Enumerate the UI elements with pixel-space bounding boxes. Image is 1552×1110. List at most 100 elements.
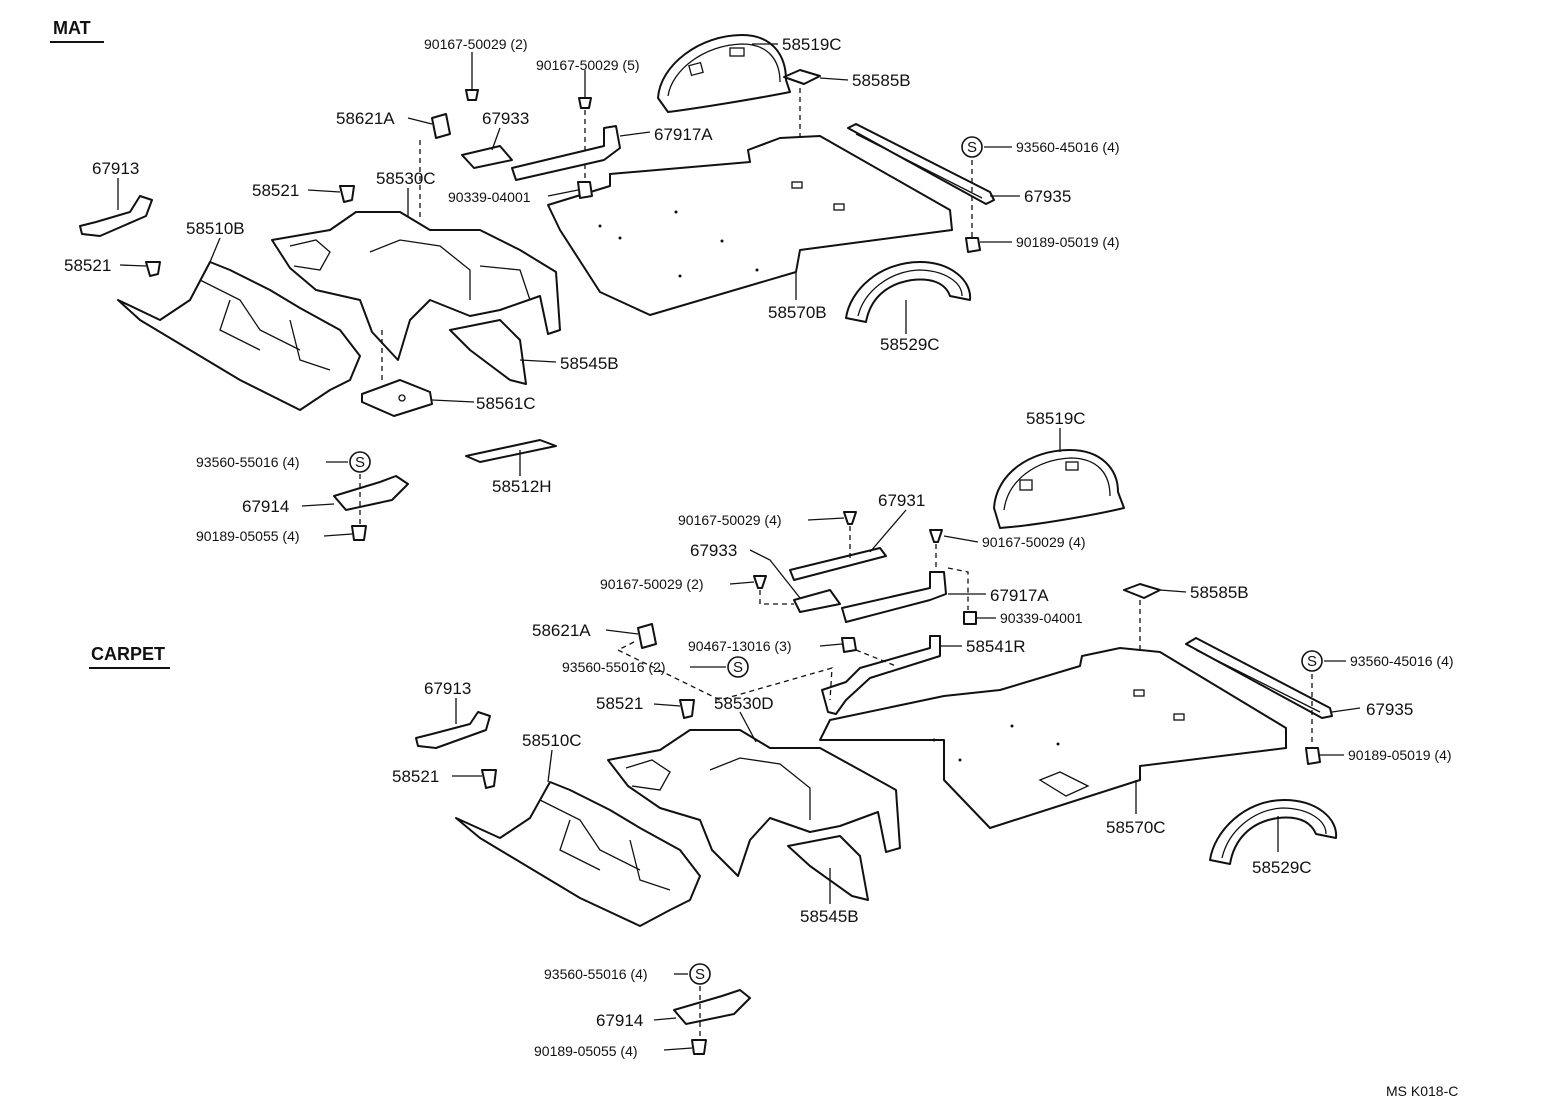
label-carpet-58510c: 58510C [522,731,582,750]
mat-wheelhouse-cover-58519c [657,34,791,113]
carpet-front-floor-58530d [607,729,901,877]
carpet-step-67914 [673,989,751,1025]
section-title-carpet: CARPET [91,644,165,664]
label-mat-58521-b: 58521 [64,256,111,275]
label-carpet-58519c: 58519C [1026,409,1086,428]
carpet-screw-c [753,575,794,605]
carpet-bracket-67931 [789,547,887,581]
carpet-clip-58521-b [481,769,497,789]
label-carpet-90167-b: 90167-50029 (4) [982,534,1086,550]
label-carpet-93560-55016-b: 93560-55016 (4) [544,966,648,982]
mat-s-glyph-55016: S [355,454,365,471]
label-carpet-58521-a: 58521 [596,694,643,713]
label-mat-90167-a: 90167-50029 (2) [424,36,528,52]
mat-screw-a [465,60,479,101]
label-carpet-58541r: 58541R [966,637,1026,656]
label-carpet-67917a: 67917A [990,586,1049,605]
label-carpet-90167-c: 90167-50029 (2) [600,576,704,592]
label-mat-58519c: 58519C [782,35,842,54]
label-carpet-58545b: 58545B [800,907,859,926]
label-mat-67914: 67914 [242,497,289,516]
carpet-s-glyph-55016b: S [695,966,705,983]
label-carpet-90167-a: 90167-50029 (4) [678,512,782,528]
mat-hook-58621a [431,113,451,139]
mat-bracket-67917a [511,125,621,181]
label-carpet-90189-05055: 90189-05055 (4) [534,1043,638,1059]
leader-lines [117,43,1361,1051]
mat-screw-b [578,78,592,182]
carpet-clip-90189-05055 [691,1039,707,1055]
carpet-wheel-arch-58529c [1209,799,1338,865]
label-carpet-93560-45016: 93560-45016 (4) [1350,653,1454,669]
label-carpet-58530d: 58530D [714,694,774,713]
mat-s-symbol-55016 [349,451,371,473]
carpet-clip-90189-05019 [1305,747,1321,765]
carpet-rail-67935 [1185,637,1333,719]
label-mat-58529c: 58529C [880,335,940,354]
label-mat-90189-05055: 90189-05055 (4) [196,528,300,544]
label-mat-58521-a: 58521 [252,181,299,200]
mat-strip-58512h [465,439,557,463]
label-mat-90189-05019: 90189-05019 (4) [1016,234,1120,250]
carpet-hook-58621a [637,623,657,649]
label-carpet-67913: 67913 [424,679,471,698]
label-mat-67935: 67935 [1024,187,1071,206]
carpet-bracket-67933 [793,589,841,613]
label-mat-90167-b: 90167-50029 (5) [536,57,640,73]
label-carpet-58521-b: 58521 [392,767,439,786]
mat-section: S [79,34,995,541]
mat-trim-58545b [449,319,527,385]
mat-front-floor-58510b [117,261,361,411]
carpet-bracket-67917a [841,571,947,623]
label-mat-58510b: 58510B [186,219,245,238]
label-mat-90339: 90339-04001 [448,189,531,205]
mat-clip-90189-05019 [965,237,981,253]
label-carpet-90467: 90467-13016 (3) [688,638,792,654]
label-mat-67913: 67913 [92,159,139,178]
label-carpet-90189-05019: 90189-05019 (4) [1348,747,1452,763]
label-mat-58570b: 58570B [768,303,827,322]
mat-rear-floor-58570b [547,135,953,316]
label-mat-58545b: 58545B [560,354,619,373]
mat-step-67914 [333,475,409,511]
label-mat-93560-45016: 93560-45016 (4) [1016,139,1120,155]
carpet-clip-58521-a [679,699,695,719]
carpet-step-67913 [415,711,491,749]
mat-front-floor-58530c [271,211,561,361]
mat-s-glyph-45016: S [967,139,977,156]
mat-labels: 58519C 58585B 90167-50029 (2) 90167-5002… [64,35,1120,544]
section-title-mat: MAT [53,18,91,38]
carpet-labels: 58519C 90167-50029 (4) 67931 90167-50029… [392,409,1454,1059]
carpet-screw-b [929,529,943,572]
mat-pad-58585b [783,69,821,85]
carpet-trim-58545b [787,835,869,901]
carpet-rear-floor-58570c [819,647,1287,829]
label-carpet-93560-55016-a: 93560-55016 (2) [562,659,666,675]
mat-wheel-arch-58529c [845,261,972,323]
mat-s-symbol-45016 [961,136,983,158]
carpet-screw-a [843,511,857,560]
label-mat-58621a: 58621A [336,109,395,128]
carpet-pad-58585b [1123,583,1161,599]
label-carpet-58585b: 58585B [1190,583,1249,602]
label-mat-93560-55016: 93560-55016 (4) [196,454,300,470]
carpet-s-glyph-55016a: S [733,659,743,676]
mat-clip-58521-b [145,261,161,277]
mat-plate-58561c [361,379,433,417]
label-mat-58561c: 58561C [476,394,536,413]
label-mat-67933: 67933 [482,109,529,128]
mat-step-67913 [79,195,153,237]
label-carpet-58621a: 58621A [532,621,591,640]
mat-bracket-67933 [461,145,513,169]
label-mat-58585b: 58585B [852,71,911,90]
carpet-s-symbol-55016a [727,656,749,678]
carpet-s-symbol-45016 [1301,650,1323,672]
label-carpet-90339: 90339-04001 [1000,610,1083,626]
carpet-section: S S S [415,449,1338,1055]
label-mat-58512h: 58512H [492,477,552,496]
label-mat-67917a: 67917A [654,125,713,144]
label-mat-58530c: 58530C [376,169,436,188]
mat-clip-90189-05055 [351,525,367,541]
label-carpet-58570c: 58570C [1106,818,1166,837]
